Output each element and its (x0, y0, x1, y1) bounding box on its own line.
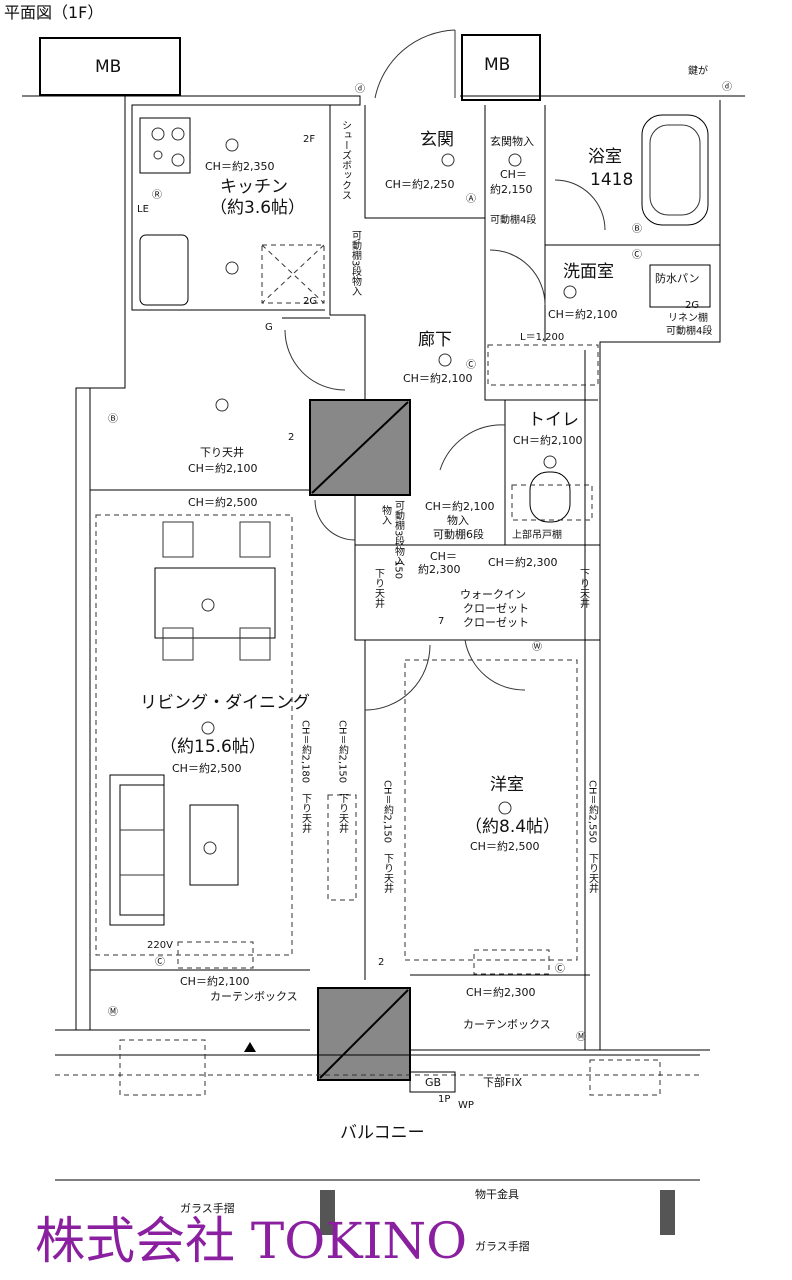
marker-2f: 2F (303, 134, 315, 145)
curtain-box-left: カーテンボックス (210, 990, 298, 1003)
wp-label: WP (458, 1100, 474, 1111)
living-drop-label: 下り天井 (200, 445, 244, 459)
linen-label-1: リネン棚 (668, 311, 708, 324)
marker-g: G (265, 322, 273, 333)
youshitsu-bottom-ch: CH＝約2,300 (466, 985, 535, 999)
wic-ch-right: CH＝約2,300 (488, 555, 557, 569)
marker-d-1: ⓓ (355, 83, 365, 95)
kitchen-label: キッチン (220, 177, 288, 197)
youshitsu-label: 洋室 (490, 775, 524, 795)
youshitsu-vertical-2: CH＝約2,550 下り天井 (587, 780, 599, 894)
marker-2g-2: 2G (685, 300, 699, 311)
plan-title: 平面図（1F） (4, 3, 103, 22)
ceiling-lights (201, 138, 577, 855)
wic-side-left: 下り天井 (373, 568, 385, 609)
toilet-upper-label: 上部吊戸棚 (512, 528, 562, 541)
marker-2-1: 2 (288, 432, 294, 443)
marker-1p: 1P (438, 1094, 450, 1105)
shoes-box-label: シューズボックス (340, 120, 352, 200)
toilet-label: トイレ (528, 410, 579, 430)
living-vertical-2: CH＝約2,150 下り天井 (337, 720, 349, 834)
marker-2g-1: 2G (303, 296, 317, 307)
marker-m-2: Ⓜ (576, 1031, 586, 1043)
living-ch: CH＝約2,500 (172, 761, 241, 775)
storage6-label-1: 物入 (447, 513, 469, 527)
marker-7: 7 (438, 616, 444, 627)
marker-le: LE (137, 204, 149, 215)
glass-rail-label-1: ガラス手摺 (180, 1201, 235, 1215)
bath-size: 1418 (590, 170, 633, 190)
door-swings (284, 29, 606, 711)
marker-c-2: Ⓒ (466, 359, 476, 371)
marker-c-3: Ⓒ (155, 956, 165, 968)
marker-c-1: Ⓒ (632, 249, 642, 261)
genkan-storage-ch2: 約2,150 (490, 182, 533, 196)
genkan-storage-ch1: CH＝ (500, 168, 527, 181)
marker-b-2: Ⓑ (108, 413, 118, 425)
marker-m-1: Ⓜ (108, 1006, 118, 1018)
mb-right-label: MB (484, 55, 510, 75)
marker-r: Ⓡ (152, 189, 162, 201)
key-label: 鍵が (688, 64, 708, 77)
small-storage-label: 可動棚3段物入 (350, 230, 362, 296)
storage6-label-2: 可動棚6段 (433, 527, 484, 541)
l1200-label: L＝1,200 (520, 332, 564, 343)
storage-vertical-label: 可動棚3段物入 (393, 500, 405, 566)
toilet-ch: CH＝約2,100 (513, 433, 582, 447)
futon-label: 物干金具 (475, 1187, 519, 1201)
marker-d-2: ⓓ (722, 81, 732, 93)
legend-markers: ⓓ ⓓ Ⓐ Ⓑ Ⓑ Ⓒ Ⓒ Ⓒ Ⓒ G Ⓜ Ⓜ Ⓦ Ⓡ LE 2F 2G 2G … (108, 81, 732, 1105)
fixtures (55, 114, 711, 1235)
wic-side-right: 下り天井 (578, 568, 590, 609)
genkan-ch: CH＝約2,250 (385, 177, 454, 191)
wic-label-3: クローゼット (463, 616, 529, 629)
genkan-shelf-label: 可動棚4段 (490, 213, 536, 226)
genkan-label: 玄関 (420, 130, 454, 150)
storage-vertical-label-2: 物入 (380, 504, 392, 525)
bath-label: 浴室 (588, 147, 622, 167)
linen-label-2: 可動棚4段 (666, 324, 712, 337)
marker-w: Ⓦ (532, 641, 542, 653)
bouhan-label: 防水パン (655, 271, 700, 285)
wic-150: 150 (393, 560, 404, 579)
rouka-label: 廊下 (418, 330, 452, 350)
living-drop-ch: CH＝約2,100 (188, 461, 257, 475)
marker-a: Ⓐ (466, 193, 476, 205)
kitchen-ch: CH＝約2,350 (205, 159, 274, 173)
watermark-text: 株式会社 TOKINO (35, 1212, 467, 1270)
balcony-label: バルコニー (340, 1123, 425, 1143)
v220-label: 220V (147, 940, 173, 951)
youshitsu-vertical-1: CH＝約2,150 下り天井 (382, 780, 394, 894)
wic-ch-left-2: 約2,300 (418, 562, 461, 576)
living-ch-top: CH＝約2,500 (188, 495, 257, 509)
youshitsu-ch: CH＝約2,500 (470, 839, 539, 853)
marker-c-4: Ⓒ (555, 963, 565, 975)
fix-label: 下部FIX (483, 1075, 523, 1089)
living-bottom-ch: CH＝約2,100 (180, 974, 249, 988)
senmen-label: 洗面室 (563, 262, 614, 282)
living-vertical-1: CH＝約2,180 下り天井 (300, 720, 312, 834)
living-label: リビング・ダイニング (140, 693, 310, 713)
youshitsu-size: （約8.4帖） (465, 817, 560, 837)
marker-2-2: 2 (378, 957, 384, 968)
outer-walls (22, 34, 745, 1051)
kitchen-size: （約3.6帖） (210, 198, 305, 218)
curtain-box-right: カーテンボックス (463, 1018, 551, 1031)
gb-label: GB (425, 1076, 441, 1089)
glass-rail-label-2: ガラス手摺 (475, 1239, 530, 1253)
genkan-storage-label: 玄関物入 (490, 134, 534, 148)
living-size: （約15.6帖） (160, 737, 266, 757)
interior-walls (90, 105, 720, 980)
wic-label-2: クローゼット (463, 602, 529, 615)
structural-columns (309, 399, 411, 1081)
storage6-ch: CH＝約2,100 (425, 499, 494, 513)
senmen-ch: CH＝約2,100 (548, 307, 617, 321)
mb-left-label: MB (95, 57, 121, 77)
rouka-ch: CH＝約2,100 (403, 371, 472, 385)
wic-ch-left-1: CH＝ (430, 550, 457, 563)
room-labels: MB MB 鍵が CH＝約2,350 キッチン （約3.6帖） シューズボックス… (95, 55, 712, 1253)
wic-label-1: ウォークイン (460, 588, 526, 601)
marker-b-1: Ⓑ (632, 223, 642, 235)
